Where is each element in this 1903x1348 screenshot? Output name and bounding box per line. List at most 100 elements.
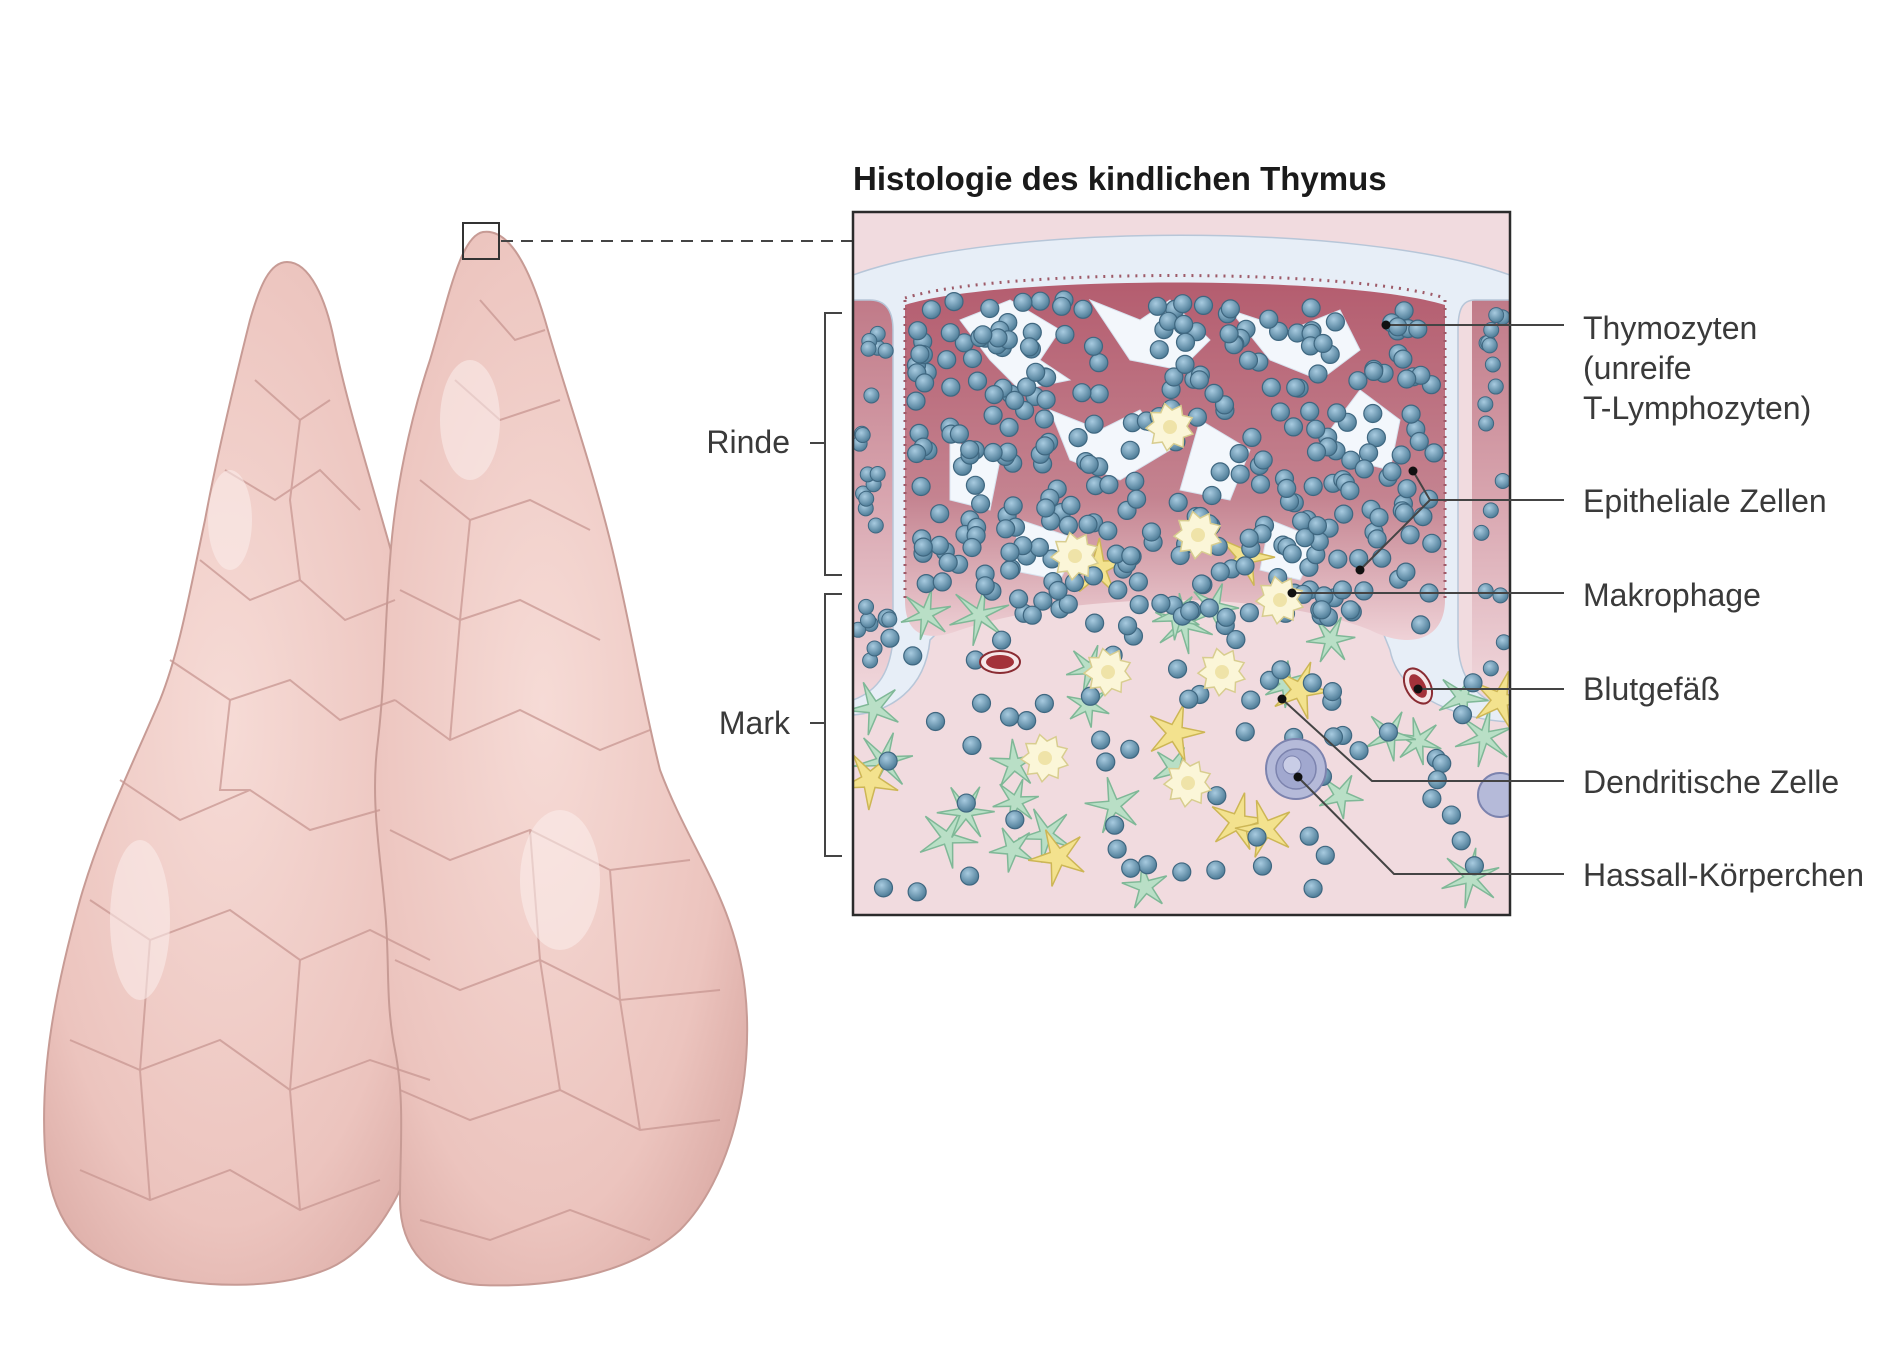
lymphocyte — [1322, 682, 1343, 702]
dendritic-cell-yellow — [1149, 703, 1206, 762]
lymphocyte — [925, 711, 946, 732]
thymocyte — [965, 475, 986, 495]
thymocyte — [1089, 384, 1109, 404]
thymus-organ — [43, 222, 853, 1287]
macrophage-nucleus — [1038, 751, 1052, 765]
cortex-label: Rinde — [706, 424, 790, 460]
thymocyte — [1488, 307, 1505, 324]
lymphocyte — [1117, 616, 1138, 636]
lymphocyte — [962, 735, 982, 756]
lymphocyte — [1271, 660, 1291, 680]
thymocyte — [1327, 403, 1347, 423]
thymocyte — [1055, 324, 1075, 345]
thymocyte — [1300, 401, 1320, 421]
thymocyte — [984, 385, 1004, 405]
macrophage-nucleus — [1181, 776, 1195, 790]
label-blood-vessel: Blutgefäß — [1583, 671, 1720, 707]
thymocyte — [1306, 442, 1327, 462]
thymocyte — [1061, 495, 1081, 515]
histology-frame — [851, 210, 1512, 917]
medulla-label: Mark — [719, 705, 791, 741]
lymphocyte — [1235, 722, 1255, 742]
macrophage-nucleus — [1068, 549, 1082, 563]
thymocyte — [1364, 361, 1384, 381]
dendritic-cell-yellow — [853, 754, 899, 811]
thymocyte — [1210, 562, 1230, 582]
thymocyte — [1478, 415, 1495, 432]
lymphocyte — [1034, 693, 1054, 714]
thymocyte — [1366, 428, 1387, 448]
thymocyte — [1230, 464, 1250, 484]
lymphocyte — [1299, 826, 1319, 846]
thymocyte — [1147, 296, 1168, 316]
lymphocyte — [880, 628, 900, 648]
thymocyte — [1277, 478, 1297, 498]
lymphocyte — [1241, 690, 1261, 710]
thymocyte — [1363, 403, 1383, 424]
thymocyte — [1000, 560, 1020, 580]
thymocyte — [910, 344, 930, 364]
thymocyte — [1394, 503, 1414, 523]
callout-lines — [1281, 324, 1564, 875]
lymphocyte — [1120, 739, 1140, 759]
label-epithelial: Epitheliale Zellen — [1583, 483, 1827, 519]
dendritic-cell — [949, 584, 1010, 647]
thymocyte — [1204, 383, 1224, 403]
lymphocyte — [991, 630, 1012, 650]
region-brackets — [810, 312, 842, 857]
thymocyte — [1312, 600, 1332, 620]
thymocyte — [1173, 294, 1193, 314]
thymocyte — [1295, 528, 1315, 548]
thymocyte — [1164, 367, 1184, 387]
thymocyte — [1301, 298, 1321, 318]
thymocyte — [913, 537, 933, 557]
thymocyte — [1216, 607, 1236, 627]
thymocyte — [1058, 515, 1079, 536]
thymocyte — [941, 377, 961, 397]
lymphocyte — [1378, 722, 1399, 742]
thymocyte — [1191, 574, 1212, 594]
thymocyte — [967, 371, 988, 391]
thymocyte — [1083, 336, 1104, 356]
label-hassall: Hassall-Körperchen — [1583, 857, 1864, 893]
thymocyte — [1487, 378, 1504, 395]
thymus-right-lobe — [374, 230, 749, 1287]
thymocyte — [877, 342, 894, 359]
dendritic-cell-yellow — [1027, 829, 1085, 887]
thymocyte — [1477, 396, 1494, 413]
hassall-corpuscle — [1265, 738, 1510, 818]
thymocyte — [1238, 350, 1259, 370]
thymocyte — [930, 504, 950, 524]
lymphocyte — [1451, 831, 1471, 851]
thymocyte — [1369, 507, 1389, 528]
thymocyte — [1291, 511, 1312, 531]
thymocyte — [1079, 454, 1099, 474]
thymocyte — [1239, 528, 1259, 548]
medulla-cells — [853, 307, 1510, 909]
dendritic-cell — [1084, 776, 1140, 834]
lymphocyte — [903, 646, 923, 666]
thymocyte — [1283, 417, 1304, 437]
lymphocyte — [1107, 839, 1127, 859]
thymocyte — [867, 517, 884, 534]
thymocyte — [1396, 562, 1416, 582]
thymocyte — [1174, 314, 1194, 334]
thymocyte — [1048, 580, 1068, 601]
lymphocyte — [1464, 856, 1485, 876]
lymphocyte — [1315, 845, 1335, 865]
macrophage-nucleus — [1273, 593, 1287, 607]
thymocyte — [1175, 332, 1196, 352]
thymocyte — [1388, 317, 1408, 337]
lymphocyte — [1247, 827, 1267, 847]
cortex-thymocytes — [906, 290, 1444, 809]
thymocyte — [1013, 292, 1033, 312]
thymocyte — [932, 572, 952, 592]
thymocyte — [1034, 409, 1054, 429]
thymocyte — [1397, 369, 1417, 389]
thymocyte — [1492, 587, 1509, 604]
thymocyte — [1029, 537, 1050, 558]
callout-line-hassall — [1297, 776, 1564, 875]
thymocyte — [1083, 566, 1104, 586]
thymocyte — [1026, 362, 1046, 382]
thymocyte — [1068, 428, 1088, 448]
